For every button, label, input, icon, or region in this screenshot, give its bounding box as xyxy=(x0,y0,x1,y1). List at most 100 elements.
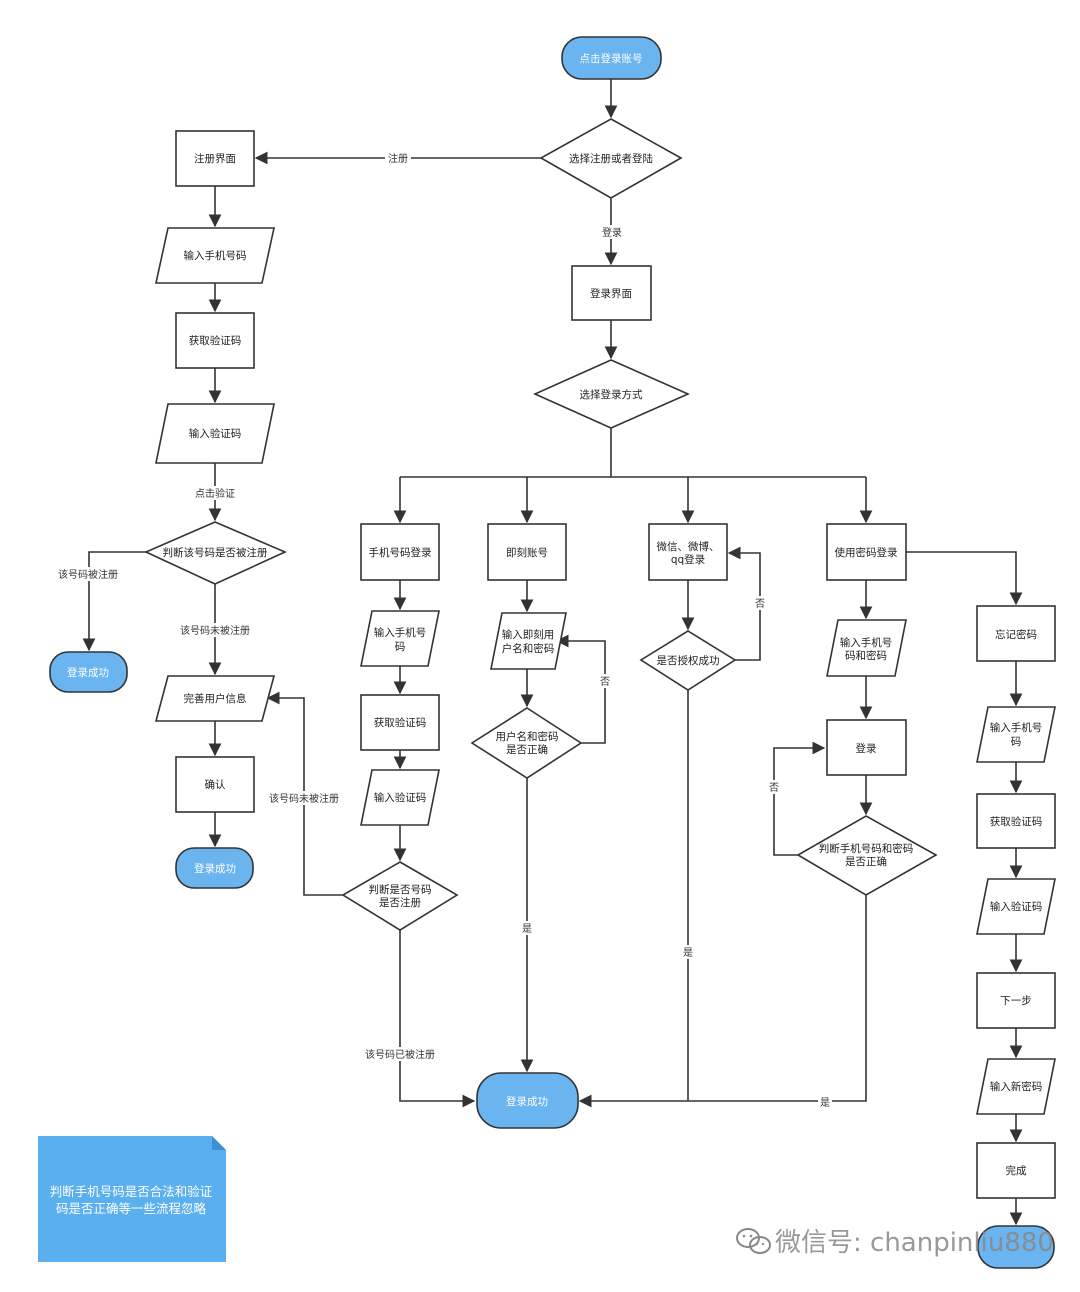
label-no-pwd: 否 xyxy=(769,782,779,794)
node-start xyxy=(561,36,662,80)
node-wechat-label-2: qq登录 xyxy=(671,553,705,566)
label-registered: 该号码被注册 xyxy=(58,568,118,581)
label-yes-jike: 是 xyxy=(522,923,532,935)
node-choose-label: 选择注册或者登陆 xyxy=(569,152,653,165)
node-phone-login xyxy=(360,523,440,581)
note-shape xyxy=(38,1136,226,1262)
node-fg-phone xyxy=(976,706,1056,763)
note-line-1: 判断手机号码是否合法和验证 xyxy=(50,1184,213,1199)
node-reg-ui-label: 注册界面 xyxy=(194,152,236,165)
node-final-success xyxy=(476,1072,579,1129)
edge-labels: 注册 登录 点击验证 该号码被注册 该号码未被注册 该号码未被注册 该号码已被注… xyxy=(55,151,832,1109)
label-yes-pwd: 是 xyxy=(820,1097,830,1109)
node-fg-code xyxy=(976,878,1056,935)
edge-check-registered xyxy=(82,551,146,652)
label-not-registered-2: 该号码未被注册 xyxy=(269,792,339,805)
node-phone-login-label: 手机号码登录 xyxy=(369,546,432,559)
node-reg-getcode-label: 获取验证码 xyxy=(189,334,242,347)
nodes: 点击登录账号 选择注册或者登陆 注册界面 输入手机号码 获取验证码 输入验证码 … xyxy=(49,36,1056,1269)
node-reg-success1 xyxy=(49,651,128,693)
node-login-method xyxy=(533,359,690,429)
node-fg-phone-label-1: 输入手机号 xyxy=(990,721,1043,734)
label-yes-wechat: 是 xyxy=(683,947,693,959)
node-reg-phone xyxy=(155,227,275,284)
label-no-wechat: 否 xyxy=(755,598,765,610)
node-pwd-btn xyxy=(826,719,907,776)
note: 判断手机号码是否合法和验证 码是否正确等一些流程忽略 xyxy=(38,1136,226,1262)
node-fg-newpwd-label: 输入新密码 xyxy=(990,1080,1043,1093)
node-pwd-input xyxy=(826,619,907,677)
node-reg-confirm xyxy=(175,756,255,813)
node-jike-check xyxy=(470,707,583,779)
node-wechat-label-1: 微信、微博、 xyxy=(657,540,720,553)
node-reg-confirm-label: 确认 xyxy=(205,778,226,791)
node-phone-input-label-1: 输入手机号 xyxy=(374,626,427,639)
node-final-success-label: 登录成功 xyxy=(506,1095,548,1108)
node-phone-check xyxy=(341,861,459,931)
edge-phonecheck-success xyxy=(399,930,476,1108)
node-pwd-input-label-1: 输入手机号 xyxy=(840,636,893,649)
node-phone-check-label-2: 是否注册 xyxy=(379,896,421,909)
node-wechat-check-label: 是否授权成功 xyxy=(657,654,720,667)
node-jike-input-label-2: 户名和密码 xyxy=(502,642,555,655)
node-fg-done xyxy=(976,1142,1056,1199)
node-pwd-input-label-2: 码和密码 xyxy=(845,649,887,662)
node-reg-code-label: 输入验证码 xyxy=(189,427,242,440)
node-fg-done-label: 完成 xyxy=(1006,1164,1028,1177)
node-fg-newpwd xyxy=(976,1058,1056,1115)
note-fold xyxy=(212,1136,226,1150)
node-pwd-login xyxy=(826,523,907,581)
node-reg-check xyxy=(144,521,287,585)
node-forgot-label: 忘记密码 xyxy=(995,628,1037,641)
node-fg-end-terminal xyxy=(977,1225,1055,1269)
node-pwd-check xyxy=(796,815,938,896)
node-login-ui-label: 登录界面 xyxy=(590,287,632,300)
node-fg-phone-label-2: 码 xyxy=(1011,736,1022,748)
node-phone-code-label: 输入验证码 xyxy=(374,791,427,804)
node-jike xyxy=(487,523,567,581)
node-reg-code xyxy=(155,403,275,464)
label-already-registered: 该号码已被注册 xyxy=(365,1048,435,1061)
label-no-jike: 否 xyxy=(600,676,610,688)
node-jike-check-label-1: 用户名和密码 xyxy=(496,730,559,743)
label-click-verify: 点击验证 xyxy=(195,487,235,500)
node-fg-next xyxy=(976,972,1056,1029)
node-reg-phone-label: 输入手机号码 xyxy=(184,249,247,262)
node-reg-success1-label: 登录成功 xyxy=(67,666,109,679)
node-reg-success2 xyxy=(175,847,254,889)
node-fg-getcode-label: 获取验证码 xyxy=(990,815,1043,828)
node-pwd-login-label: 使用密码登录 xyxy=(835,546,898,559)
node-pwd-check-label-2: 是否正确 xyxy=(845,855,887,868)
node-jike-input xyxy=(490,612,567,670)
node-pwd-btn-label: 登录 xyxy=(856,742,877,755)
watermark-text: 微信号: chanpinliu880 xyxy=(775,1228,1054,1258)
node-reg-check-label: 判断该号码是否被注册 xyxy=(163,546,268,559)
node-login-method-label: 选择登录方式 xyxy=(580,388,643,401)
node-reg-info xyxy=(154,675,276,722)
node-phone-check-label-1: 判断是否号码 xyxy=(369,883,432,896)
node-choose xyxy=(539,118,683,199)
node-wechat xyxy=(648,523,728,581)
node-phone-getcode xyxy=(360,694,440,751)
edge-jikecheck-no xyxy=(555,634,606,744)
node-phone-input-label-2: 码 xyxy=(395,641,406,653)
watermark: 微信号: chanpinliu880 xyxy=(736,1228,1054,1258)
label-not-registered: 该号码未被注册 xyxy=(180,624,250,637)
node-jike-input-label-1: 输入即刻用 xyxy=(502,628,555,641)
edge-pwd-forgot xyxy=(906,551,1023,606)
node-phone-getcode-label: 获取验证码 xyxy=(374,716,427,729)
node-reg-ui xyxy=(175,130,255,187)
node-wechat-check xyxy=(639,630,737,691)
node-start-label: 点击登录账号 xyxy=(580,52,643,65)
edge-pwdcheck-yes xyxy=(578,895,867,1108)
node-reg-info-label: 完善用户信息 xyxy=(184,692,247,705)
node-reg-success2-label: 登录成功 xyxy=(194,862,236,875)
node-jike-label: 即刻账号 xyxy=(506,546,548,559)
node-login-ui xyxy=(571,265,652,321)
node-fg-code-label: 输入验证码 xyxy=(990,900,1043,913)
node-pwd-check-label-1: 判断手机号码和密码 xyxy=(819,842,914,855)
node-forgot xyxy=(976,605,1056,662)
label-login: 登录 xyxy=(602,226,622,239)
edge-pwdcheck-no xyxy=(773,741,826,856)
